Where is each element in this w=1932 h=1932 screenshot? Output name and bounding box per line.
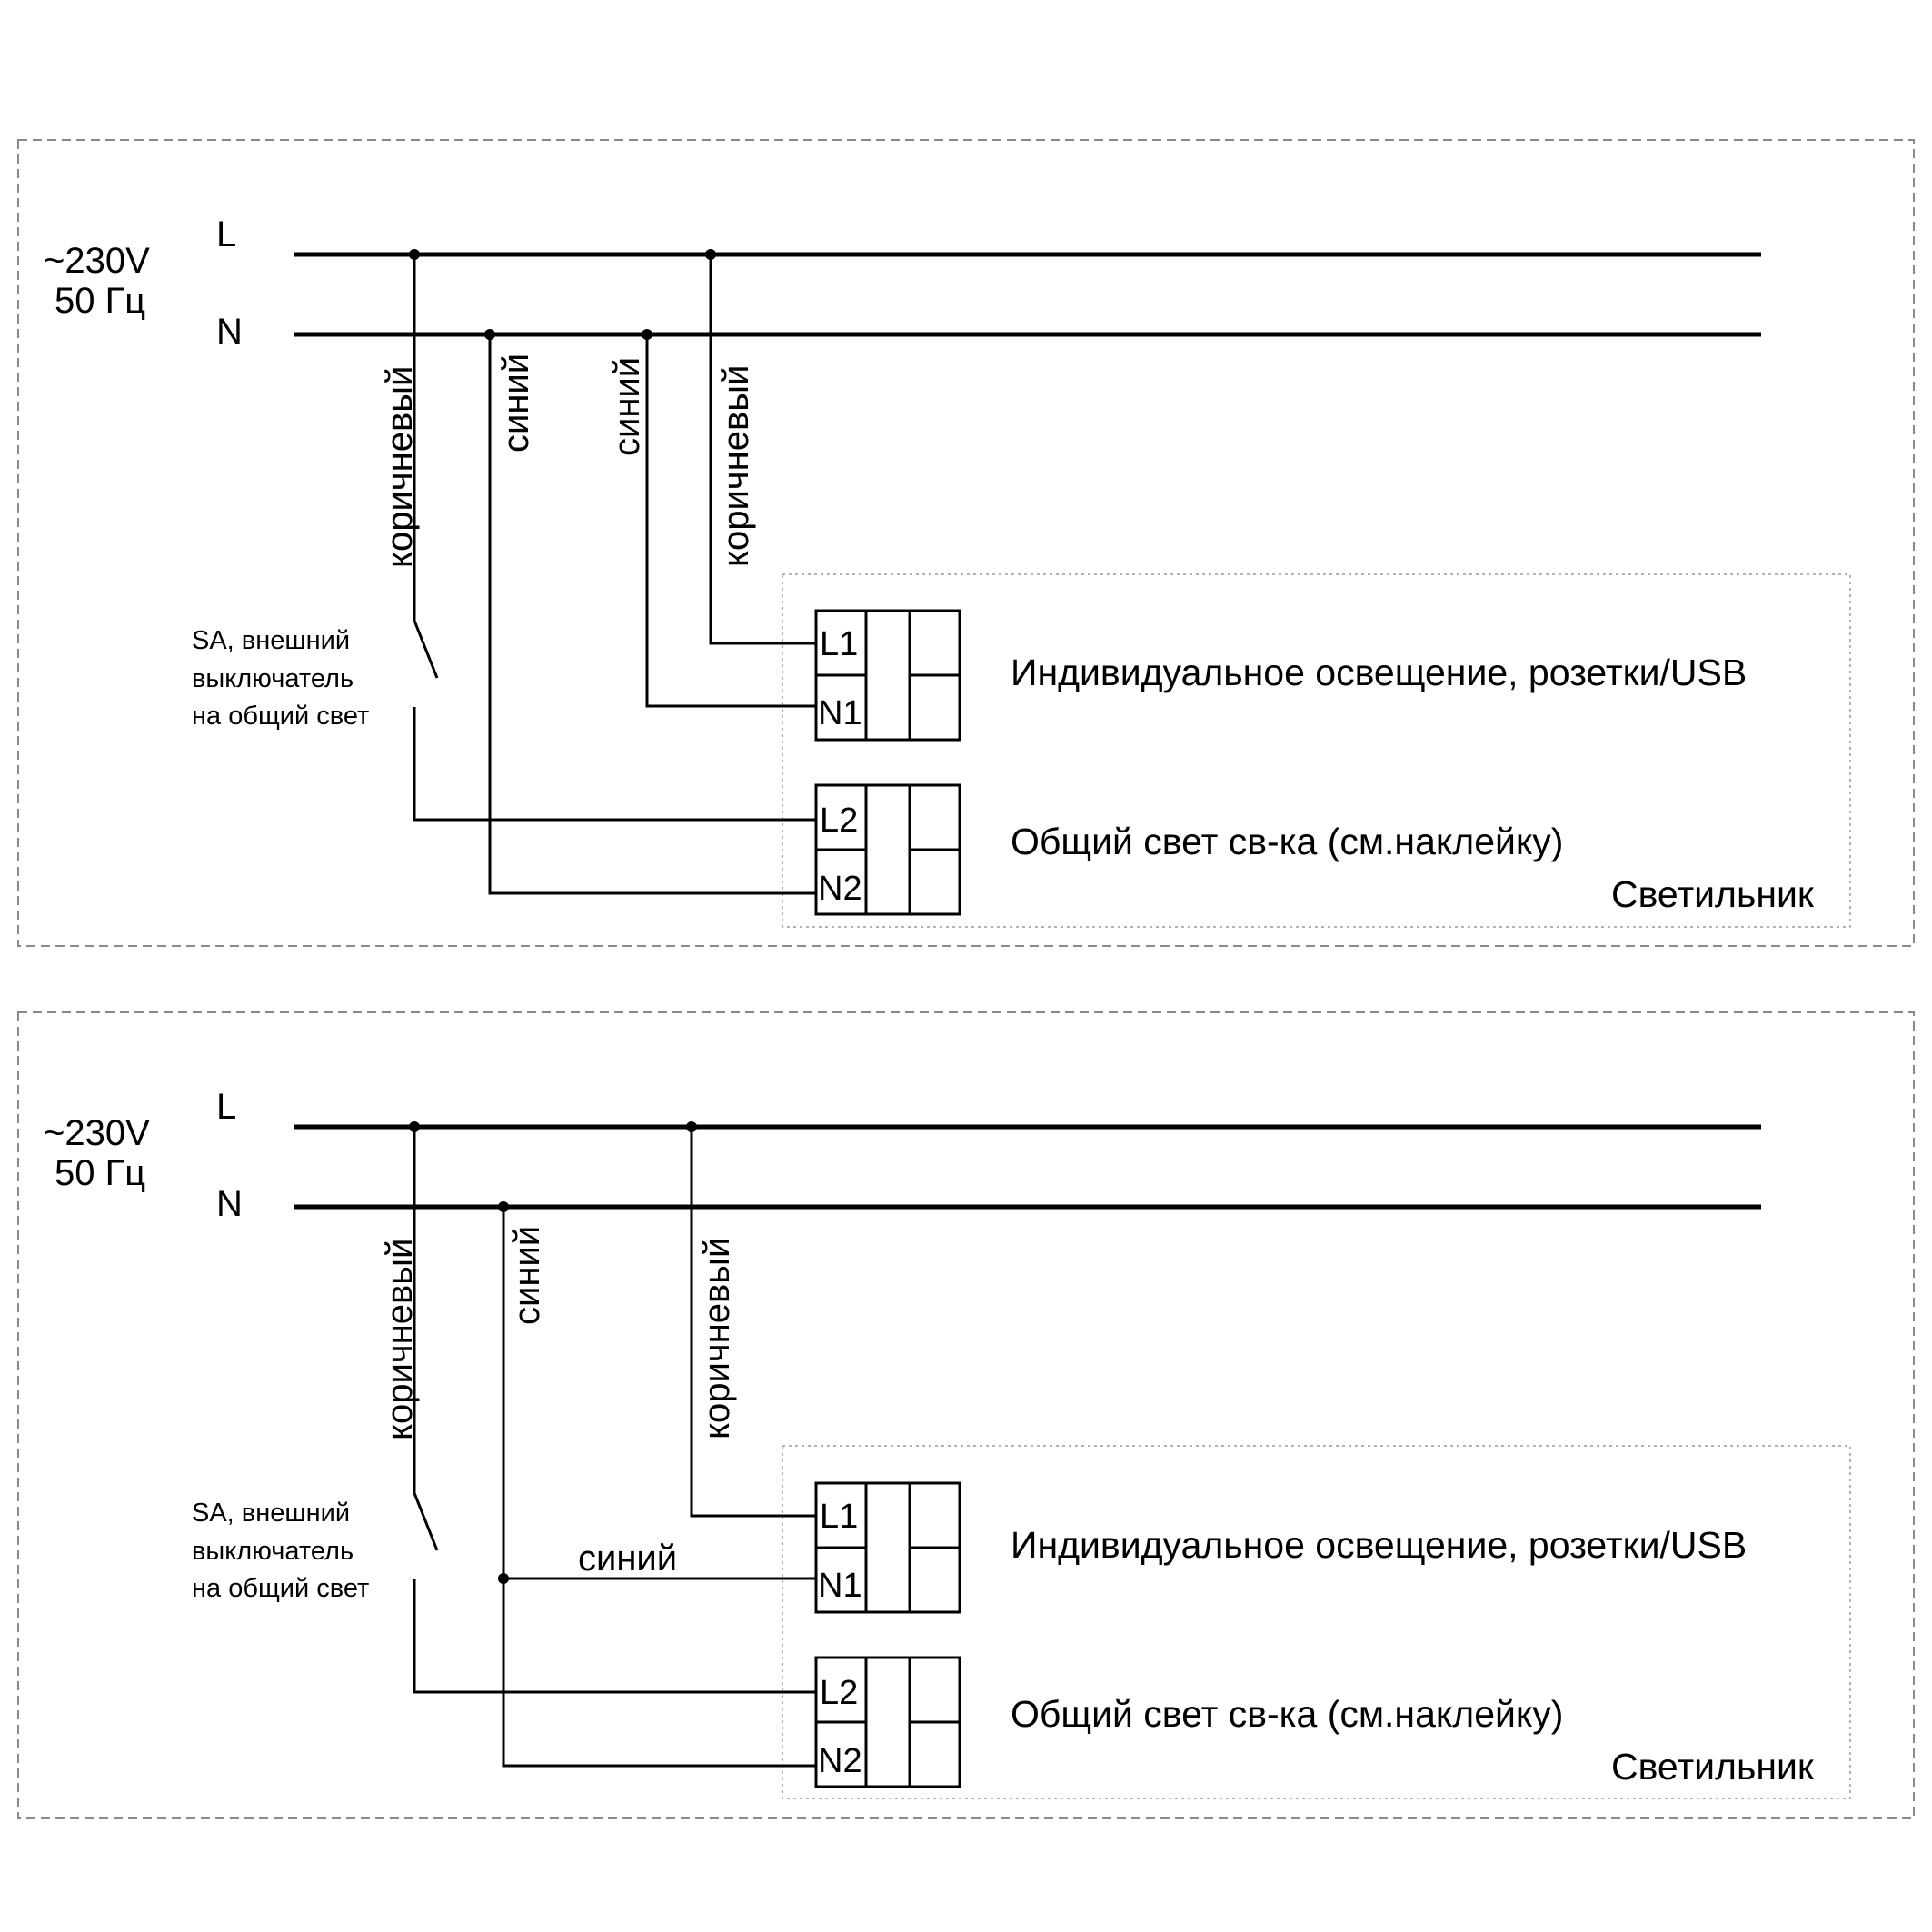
supply-frequency: 50 Гц bbox=[55, 281, 145, 321]
blue-wire-n2 bbox=[488, 334, 816, 895]
switch-label-line-1: SA, внешний bbox=[192, 1499, 350, 1528]
junction-dot bbox=[498, 1573, 509, 1584]
junction-dot bbox=[686, 1121, 697, 1132]
line-n-label: N bbox=[216, 1184, 243, 1224]
line-l-label: L bbox=[216, 1087, 236, 1127]
brown-wire-l1 bbox=[709, 254, 816, 645]
fixture-2-outline bbox=[782, 1445, 1851, 1799]
terminal-l2: L2 bbox=[820, 1674, 858, 1712]
switch-label-line-3: на общий свет bbox=[192, 702, 369, 731]
terminal-n1: N1 bbox=[818, 694, 862, 732]
terminal-block-2: L2 N2 bbox=[814, 1656, 961, 1788]
switch-label-line-1: SA, внешний bbox=[192, 626, 350, 655]
switch-label-line-2: выключатель bbox=[192, 1537, 354, 1566]
junction-dot bbox=[484, 329, 495, 340]
junction-dot bbox=[409, 249, 420, 260]
diagram-1-frame bbox=[17, 139, 1915, 947]
circuit-2-description: Общий свет св-ка (см.наклейку) bbox=[1011, 821, 1563, 862]
line-l-label: L bbox=[216, 214, 236, 254]
junction-dot bbox=[409, 1121, 420, 1132]
terminal-block-2: L2 N2 bbox=[814, 783, 961, 916]
wire-label-brown: коричневый bbox=[380, 1239, 420, 1440]
terminal-l1: L1 bbox=[820, 1498, 858, 1536]
blue-wire-n2 bbox=[502, 1207, 816, 1768]
switch-label-line-2: выключатель bbox=[192, 664, 354, 693]
fixture-label: Светильник bbox=[1611, 873, 1815, 915]
switch-label-line-3: на общий свет bbox=[192, 1574, 369, 1603]
diagram-2: ~230V 50 Гц L N коричневый синий коричне… bbox=[17, 1011, 1915, 1819]
terminal-n2: N2 bbox=[818, 870, 862, 908]
junction-dot bbox=[498, 1201, 509, 1212]
circuit-2-description: Общий свет св-ка (см.наклейку) bbox=[1011, 1693, 1563, 1735]
supply-voltage: ~230V bbox=[44, 241, 150, 281]
switch-sa bbox=[413, 1492, 439, 1551]
wire-label-blue: синий bbox=[607, 357, 647, 456]
brown-wire-l1 bbox=[690, 1127, 816, 1518]
line-n-label: N bbox=[216, 312, 243, 352]
junction-dot bbox=[705, 249, 716, 260]
terminal-l1: L1 bbox=[820, 625, 858, 663]
wire-label-blue: синий bbox=[496, 354, 536, 453]
switched-phase-wire bbox=[413, 707, 816, 822]
wire-label-brown: коричневый bbox=[697, 1238, 737, 1439]
supply-frequency: 50 Гц bbox=[55, 1153, 145, 1193]
terminal-n1: N1 bbox=[818, 1567, 862, 1605]
terminal-l2: L2 bbox=[820, 802, 858, 840]
terminal-block-1: L1 N1 bbox=[814, 1481, 961, 1614]
wire-label-blue-n1: синий bbox=[578, 1539, 677, 1578]
blue-wire-n1 bbox=[645, 334, 816, 708]
wire-label-blue: синий bbox=[507, 1226, 547, 1325]
circuit-1-description: Индивидуальное освещение, розетки/USB bbox=[1011, 652, 1747, 693]
diagram-2-frame bbox=[17, 1011, 1915, 1819]
diagram-1: ~230V 50 Гц L N коричневый синий синий к… bbox=[17, 139, 1915, 947]
terminal-n2: N2 bbox=[818, 1742, 862, 1780]
terminal-block-1: L1 N1 bbox=[814, 609, 961, 742]
fixture-label: Светильник bbox=[1611, 1746, 1815, 1788]
switched-phase-wire bbox=[413, 1579, 816, 1694]
fixture-1-outline bbox=[782, 573, 1851, 928]
circuit-1-description: Индивидуальное освещение, розетки/USB bbox=[1011, 1524, 1747, 1566]
wire-label-brown: коричневый bbox=[716, 365, 756, 567]
switch-sa bbox=[413, 620, 439, 679]
wire-label-brown: коричневый bbox=[380, 366, 420, 568]
junction-dot bbox=[642, 329, 652, 340]
supply-voltage: ~230V bbox=[44, 1113, 150, 1153]
